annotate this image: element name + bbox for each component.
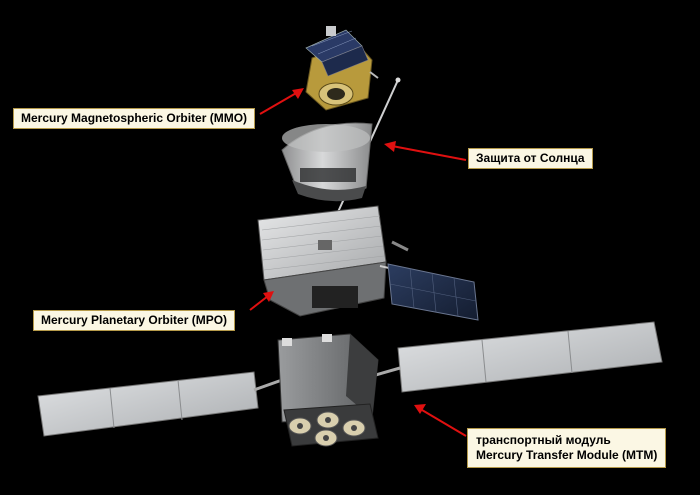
label-sun-shield-text: Защита от Солнца [476, 151, 585, 165]
label-mtm: транспортный модуль Mercury Transfer Mod… [467, 428, 667, 468]
arrow-sun-shield [391, 145, 467, 161]
label-mmo: Mercury Magnetospheric Orbiter (MMO) [13, 108, 256, 129]
arrow-mpo [249, 295, 269, 311]
arrow-mmo [259, 91, 299, 115]
arrow-mtm [421, 409, 467, 437]
sun-shield [281, 122, 373, 202]
label-mtm-line2: Mercury Transfer Module (MTM) [476, 448, 658, 462]
label-mpo-text: Mercury Planetary Orbiter (MPO) [41, 313, 228, 327]
label-sun-shield: Защита от Солнца [468, 148, 593, 169]
label-mmo-text: Mercury Magnetospheric Orbiter (MMO) [21, 111, 248, 125]
label-mtm-line1: транспортный модуль [476, 433, 611, 447]
mtm-spacecraft [37, 321, 663, 447]
label-mpo: Mercury Planetary Orbiter (MPO) [33, 310, 236, 331]
mpo-spacecraft [257, 205, 479, 321]
callout-arrows [249, 88, 467, 437]
mmo-spacecraft [305, 26, 379, 111]
